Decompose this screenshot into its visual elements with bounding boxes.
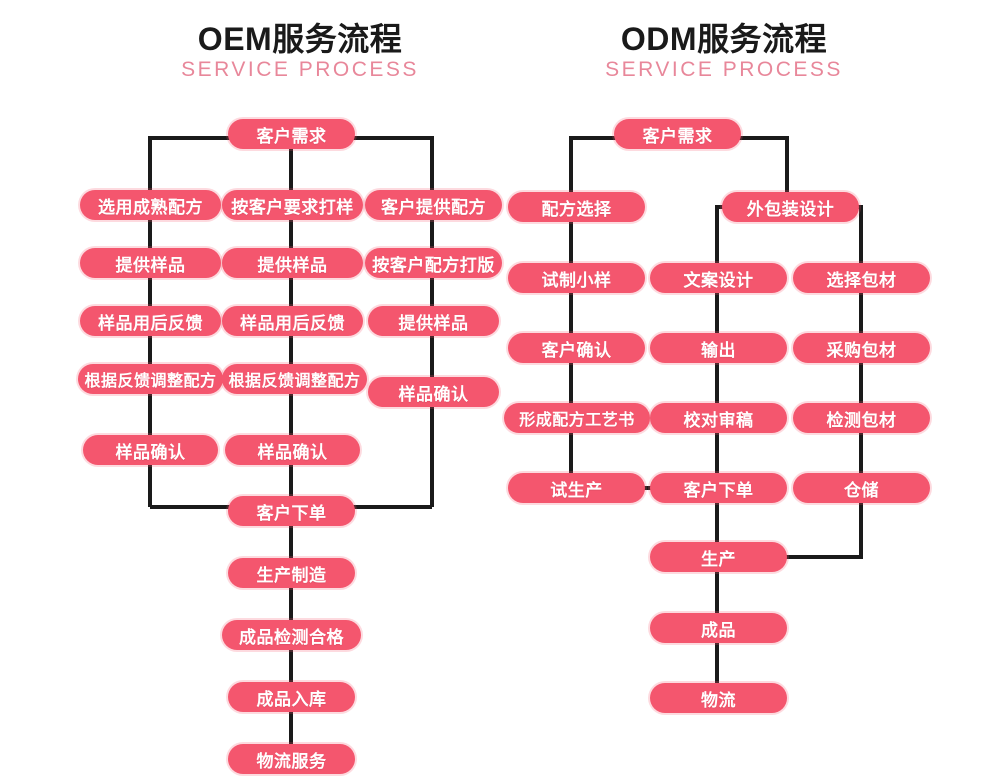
- odm-node-pack-design[interactable]: 外包装设计: [722, 192, 859, 222]
- oem-node-c1-1[interactable]: 提供样品: [80, 248, 221, 278]
- odm-connector-storage-to-production: [785, 555, 863, 559]
- oem-node-c3-1[interactable]: 按客户配方打版: [365, 248, 502, 278]
- odm-node-c1-4[interactable]: 试生产: [508, 473, 645, 503]
- oem-node-tail-2[interactable]: 成品检测合格: [222, 620, 361, 650]
- odm-node-c3-1[interactable]: 采购包材: [793, 333, 930, 363]
- odm-node-tail-1[interactable]: 生产: [650, 542, 787, 572]
- odm-node-c3-0[interactable]: 选择包材: [793, 263, 930, 293]
- odm-node-tail-2[interactable]: 成品: [650, 613, 787, 643]
- odm-node-c2-0[interactable]: 文案设计: [650, 263, 787, 293]
- odm-node-c3-2[interactable]: 检测包材: [793, 403, 930, 433]
- oem-node-c1-3[interactable]: 根据反馈调整配方: [78, 364, 223, 394]
- oem-node-c2-2[interactable]: 样品用后反馈: [222, 306, 363, 336]
- oem-title-en: SERVICE PROCESS: [181, 58, 419, 81]
- odm-connector-trial-to-order: [639, 486, 653, 490]
- odm-node-c1-0[interactable]: 配方选择: [508, 192, 645, 222]
- oem-node-tail-1[interactable]: 生产制造: [228, 558, 355, 588]
- oem-node-c1-2[interactable]: 样品用后反馈: [80, 306, 221, 336]
- oem-node-c2-1[interactable]: 提供样品: [222, 248, 363, 278]
- odm-connector-pack-stem: [785, 136, 789, 205]
- odm-node-c1-1[interactable]: 试制小样: [508, 263, 645, 293]
- odm-node-tail-0[interactable]: 客户下单: [650, 473, 787, 503]
- oem-node-c3-3[interactable]: 样品确认: [368, 377, 499, 407]
- oem-title-zh: OEM服务流程: [197, 21, 403, 57]
- oem-node-tail-0[interactable]: 客户下单: [228, 496, 355, 526]
- odm-node-c1-2[interactable]: 客户确认: [508, 333, 645, 363]
- odm-node-tail-3[interactable]: 物流: [650, 683, 787, 713]
- odm-node-c2-2[interactable]: 校对审稿: [650, 403, 787, 433]
- oem-node-c1-4[interactable]: 样品确认: [83, 435, 218, 465]
- odm-connector-col3-vertical: [859, 205, 863, 559]
- odm-node-c1-3[interactable]: 形成配方工艺书: [504, 403, 650, 433]
- oem-node-start[interactable]: 客户需求: [228, 119, 355, 149]
- odm-node-c2-1[interactable]: 输出: [650, 333, 787, 363]
- oem-node-tail-3[interactable]: 成品入库: [228, 682, 355, 712]
- odm-node-start[interactable]: 客户需求: [614, 119, 741, 149]
- oem-node-c3-2[interactable]: 提供样品: [368, 306, 499, 336]
- oem-node-c2-3[interactable]: 根据反馈调整配方: [222, 364, 367, 394]
- oem-node-c3-0[interactable]: 客户提供配方: [365, 190, 502, 220]
- oem-node-tail-4[interactable]: 物流服务: [228, 744, 355, 774]
- odm-node-c3-3[interactable]: 仓储: [793, 473, 930, 503]
- odm-title-en: SERVICE PROCESS: [605, 58, 843, 81]
- odm-connector-col1-vertical: [569, 136, 573, 488]
- oem-node-c2-0[interactable]: 按客户要求打样: [222, 190, 363, 220]
- odm-title-zh: ODM服务流程: [620, 21, 828, 57]
- oem-node-c2-4[interactable]: 样品确认: [225, 435, 360, 465]
- odm-connector-tail-vertical: [715, 488, 719, 700]
- oem-node-c1-0[interactable]: 选用成熟配方: [80, 190, 221, 220]
